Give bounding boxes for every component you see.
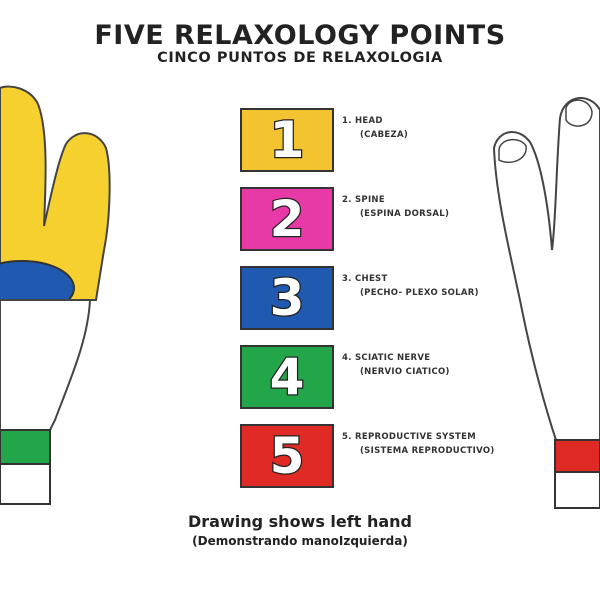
point-label-1-es: (CABEZA) — [360, 130, 409, 140]
chart-title: FIVE RELAXOLOGY POINTS — [94, 20, 506, 51]
point-label-3-en: 3. CHEST — [342, 274, 388, 284]
point-number-5: 5 — [268, 427, 305, 485]
point-label-4-en: 4. SCIATIC NERVE — [342, 353, 431, 363]
point-label-2: 2. SPINE (ESPINA DORSAL) — [342, 193, 449, 221]
left-hand-wrist-green — [0, 429, 51, 465]
right-hand-wrist-white — [554, 471, 600, 509]
point-number-4: 4 — [268, 348, 305, 406]
point-label-5-en: 5. REPRODUCTIVE SYSTEM — [342, 432, 477, 442]
point-label-1-en: 1. HEAD — [342, 116, 383, 126]
point-label-5: 5. REPRODUCTIVE SYSTEM (SISTEMA REPRODUC… — [342, 430, 495, 458]
point-label-4-es: (NERVIO CIATICO) — [360, 367, 450, 377]
point-label-1: 1. HEAD (CABEZA) — [342, 114, 408, 142]
right-hand-outline — [492, 97, 600, 441]
point-label-4: 4. SCIATIC NERVE (NERVIO CIATICO) — [342, 351, 450, 379]
left-hand-wrist-white — [0, 463, 51, 505]
point-label-2-es: (ESPINA DORSAL) — [360, 209, 450, 219]
right-hand-nail-middle — [565, 99, 593, 127]
left-hand — [0, 85, 111, 505]
footer-caption-spanish: (Demonstrando manoIzquierda) — [192, 534, 408, 548]
chart-subtitle: CINCO PUNTOS DE RELAXOLOGIA — [157, 50, 443, 66]
right-hand-wrist-red — [554, 439, 600, 473]
point-label-5-es: (SISTEMA REPRODUCTIVO) — [360, 446, 495, 456]
point-box-1: 1 — [240, 108, 334, 172]
point-label-3: 3. CHEST (PECHO- PLEXO SOLAR) — [342, 272, 479, 300]
point-box-4: 4 — [240, 345, 334, 409]
right-hand-nail-index — [498, 138, 527, 164]
left-hand-palm-outline — [0, 299, 92, 431]
point-box-2: 2 — [240, 187, 334, 251]
point-label-2-en: 2. SPINE — [342, 195, 385, 205]
point-number-2: 2 — [268, 190, 305, 248]
point-label-3-es: (PECHO- PLEXO SOLAR) — [360, 288, 479, 298]
point-number-1: 1 — [268, 111, 305, 169]
right-hand — [492, 97, 600, 509]
point-box-5: 5 — [240, 424, 334, 488]
point-number-3: 3 — [268, 269, 305, 327]
point-box-3: 3 — [240, 266, 334, 330]
footer-caption: Drawing shows left hand — [188, 512, 412, 531]
left-hand-fingers-yellow — [0, 85, 111, 301]
